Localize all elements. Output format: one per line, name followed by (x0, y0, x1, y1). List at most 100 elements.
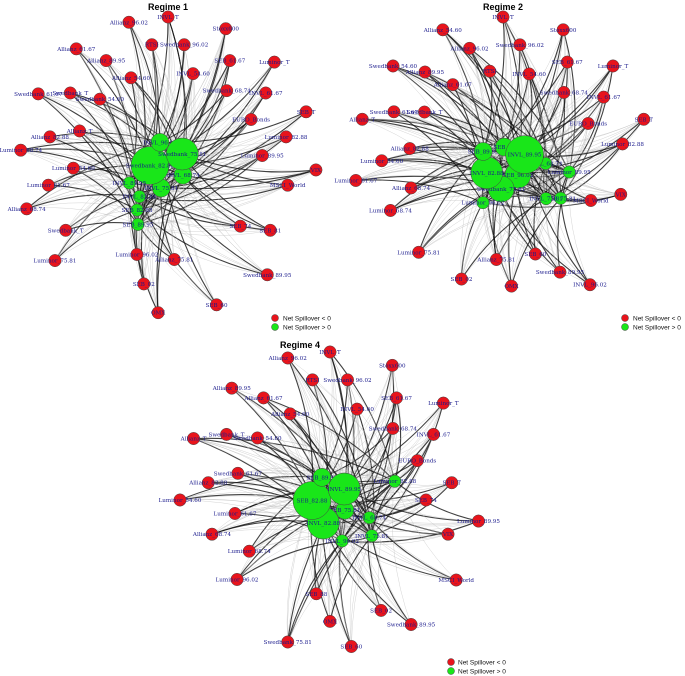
spillover-edge (75, 48, 138, 211)
spillover-edge (381, 160, 547, 199)
spillover-edge (49, 136, 139, 225)
node-label: OMX (504, 284, 518, 290)
node-label: MSCI_World (270, 183, 306, 189)
node-label: Luminor_82.88 (601, 142, 644, 148)
node-label: SEB_89.95 (123, 222, 154, 228)
node-label: Luminor_89.95 (548, 170, 591, 176)
network-node (167, 253, 181, 266)
spillover-edge (316, 535, 372, 594)
network-node (436, 23, 450, 37)
network-node (69, 42, 83, 56)
node-label: SEB_88 (305, 592, 327, 598)
spillover-edge (390, 200, 484, 211)
network-node (365, 529, 379, 543)
spillover-edge (26, 194, 140, 210)
spillover-edge (489, 71, 561, 199)
node-label: INVL_89.95 (113, 181, 147, 187)
node-label: EURO_Bonds (398, 459, 436, 465)
spillover-edge (557, 171, 570, 273)
network-node (73, 124, 87, 138)
node-label: VIX (615, 192, 626, 198)
panel-title: Regime 1 (148, 2, 188, 12)
network-node (476, 196, 490, 210)
network-node (20, 202, 34, 216)
legend-negative-label: Net Spillover < 0 (283, 316, 331, 323)
spillover-edge (312, 379, 343, 541)
network-node (244, 113, 258, 126)
node-layer: INVL_TSwedbank_96.02INVL_54.60Stoxx600SE… (0, 10, 323, 320)
network-node (201, 476, 215, 490)
node-label: Stoxx600 (550, 28, 577, 34)
network-node (43, 130, 57, 144)
network-node (614, 187, 628, 201)
spillover-edge (369, 517, 479, 527)
network-node (66, 161, 80, 175)
spillover-edge (26, 186, 162, 210)
spillover-edge (137, 224, 271, 236)
spillover-edge (394, 480, 479, 523)
network-node (230, 573, 244, 586)
spillover-edge (226, 434, 395, 482)
network-node (306, 373, 319, 387)
spillover-edge (461, 198, 547, 280)
spillover-edge (161, 184, 288, 195)
spillover-edge (511, 163, 546, 287)
network-node (483, 64, 497, 78)
node-label: Luminor_61.67 (214, 511, 257, 517)
spillover-edge (182, 174, 271, 232)
node-label: INVL_89.95 (508, 153, 542, 159)
node-label: Stoxx600 (213, 27, 240, 33)
node-label: INVL_96.02 (325, 539, 359, 545)
node-label: Allianz_68.74 (192, 532, 232, 538)
network-node (473, 142, 493, 161)
spillover-edge (502, 16, 512, 148)
network-node (283, 407, 297, 421)
node-label: Allianz_68.74 (7, 207, 47, 213)
node-label: Swedbank_75.81 (264, 640, 312, 646)
network-node (553, 265, 567, 279)
node-label: Allianz_96.02 (109, 20, 149, 26)
spillover-edge (469, 48, 561, 199)
node-label: Luminor_61.67 (334, 178, 377, 184)
spillover-edge (287, 535, 372, 643)
legend-positive-swatch (621, 323, 629, 331)
network-node (472, 514, 485, 528)
network-node (242, 544, 256, 558)
network-node (225, 381, 239, 395)
spillover-edge (392, 65, 505, 148)
spillover-edge (371, 535, 412, 625)
spillover-edge (65, 182, 130, 231)
node-label: SEB_61.67 (381, 396, 412, 402)
node-label: SEB_02 (451, 277, 473, 283)
spillover-edge (257, 437, 395, 482)
node-label: Luminor_96.02 (462, 201, 505, 207)
spillover-edge (105, 60, 130, 183)
spillover-edge (329, 540, 343, 622)
spillover-edge (329, 351, 396, 482)
network-node (557, 85, 571, 99)
spillover-edge (159, 16, 173, 143)
spillover-edge (143, 175, 184, 284)
legend-positive-swatch (447, 667, 455, 675)
node-label: EURO_Bonds (569, 121, 607, 127)
spillover-edge (342, 499, 427, 542)
node-label: Swedbank_68.74 (540, 90, 589, 96)
spillover-edge (182, 168, 317, 182)
node-label: Allianz_82.88 (30, 135, 70, 141)
network-node (228, 507, 242, 520)
spillover-edge (249, 533, 372, 552)
network-node (233, 219, 247, 233)
node-label: INVL_75.81 (529, 197, 563, 203)
node-label: Swedbank_89.95 (536, 270, 585, 276)
network-node (309, 587, 323, 601)
network-node (350, 402, 364, 416)
network-node (513, 38, 527, 52)
network-node (449, 573, 463, 587)
legend-negative-swatch (447, 658, 455, 666)
network-node (410, 454, 424, 468)
node-label: INVL_82.88 (306, 521, 340, 527)
network-node (281, 351, 295, 365)
spillover-edge (26, 207, 139, 225)
spillover-edge (237, 467, 395, 482)
spillover-edge (496, 198, 547, 260)
